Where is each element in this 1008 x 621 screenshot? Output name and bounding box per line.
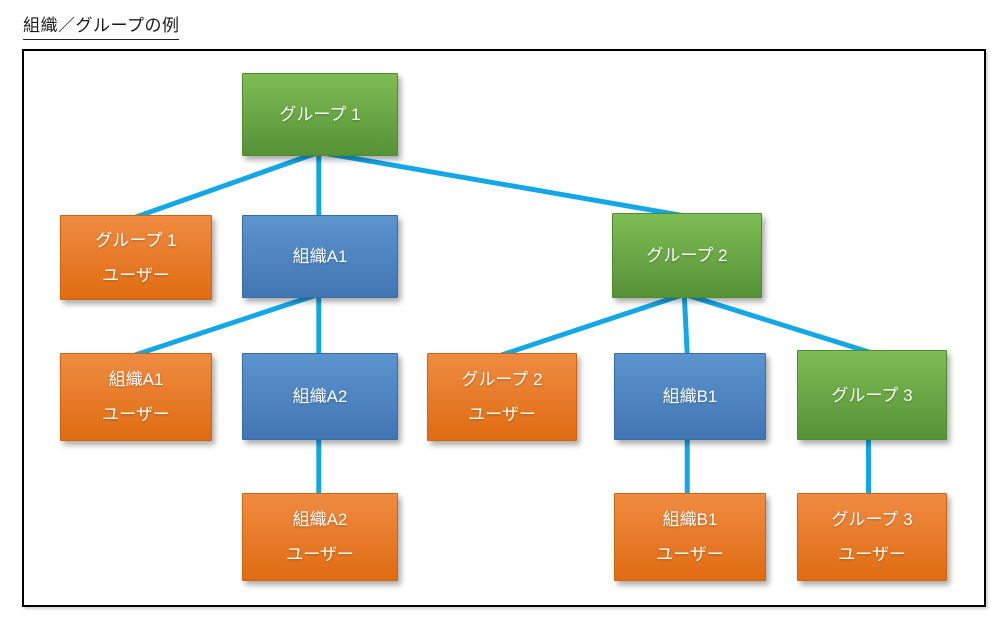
node-org-a1-user: 組織A1 ユーザー: [60, 353, 212, 441]
node-org-a1: 組織A1: [242, 215, 398, 298]
node-label: グループ 1: [95, 230, 177, 250]
node-label: 組織A2: [292, 387, 348, 406]
node-org-b1-user: 組織B1 ユーザー: [614, 493, 766, 581]
node-label: 組織B1: [662, 387, 718, 406]
node-label: 組織A2: [292, 510, 348, 529]
node-label: グループ 2: [461, 370, 543, 389]
edge-group2-group3: [681, 291, 871, 355]
node-group1: グループ 1: [242, 73, 398, 156]
node-group3-user: グループ 3 ユーザー: [797, 493, 947, 581]
node-label: グループ 3: [831, 385, 913, 405]
edge-group2-org-b1: [681, 291, 690, 358]
node-label: 組織A1: [292, 247, 348, 266]
node-org-a2-user: 組織A2 ユーザー: [242, 493, 398, 581]
node-group2: グループ 2: [612, 213, 762, 298]
edge-org-a1-org-a1-user: [133, 291, 322, 358]
diagram-canvas: グループ 1 グループ 1 ユーザー 組織A1 グループ 2 組織A1 ユーザー…: [22, 49, 986, 607]
node-label: 組織A1: [108, 370, 164, 389]
page-title: 組織／グループの例: [23, 11, 180, 40]
node-label: 組織B1: [662, 510, 718, 529]
node-group2-user: グループ 2 ユーザー: [427, 353, 577, 441]
node-label: ユーザー: [838, 545, 906, 564]
node-label: ユーザー: [468, 405, 536, 424]
node-label: グループ 2: [646, 246, 728, 265]
edge-group1-group1-user: [131, 149, 322, 221]
node-label: グループ 3: [831, 510, 913, 529]
node-label: ユーザー: [102, 405, 170, 424]
node-label: ユーザー: [102, 265, 170, 285]
node-label: ユーザー: [286, 545, 354, 564]
edge-group2-group2-user: [499, 291, 687, 358]
node-label: ユーザー: [656, 545, 724, 564]
node-org-a2: 組織A2: [242, 353, 398, 440]
edge-group1-group2: [316, 149, 687, 219]
node-group1-user: グループ 1 ユーザー: [60, 215, 212, 300]
node-group3: グループ 3: [797, 350, 947, 440]
node-label: グループ 1: [279, 105, 361, 124]
connector-lines: [131, 149, 871, 497]
node-org-b1: 組織B1: [614, 353, 766, 440]
